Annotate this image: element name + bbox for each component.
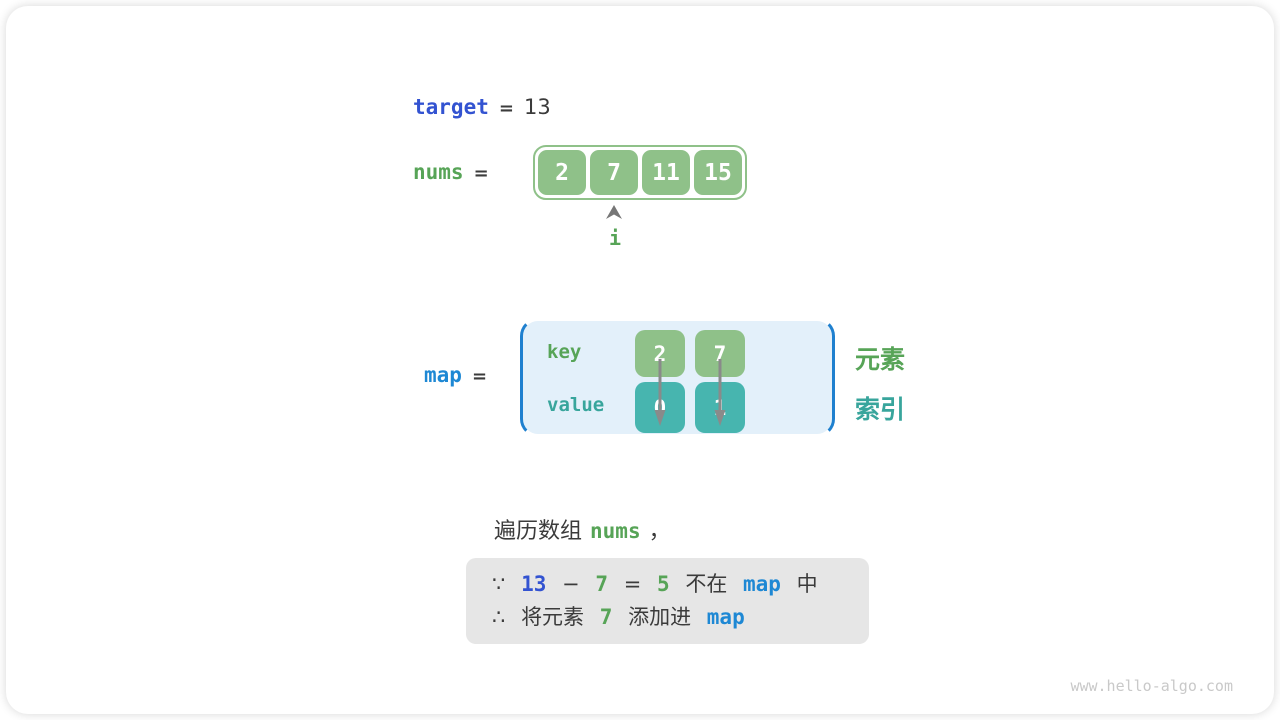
target-variable: target <box>413 95 489 119</box>
map-container: key value 2 7 0 1 <box>520 318 835 437</box>
equals-sign: = <box>623 572 642 596</box>
map-equals: = <box>471 366 488 387</box>
conclusion-box: ∵ 13 − 7 = 5 不在 map 中 ∴ 将元素 7 添加进 map <box>466 558 869 644</box>
current-value-ref: 7 <box>595 572 608 596</box>
minus-sign: − <box>562 572 580 596</box>
add-prefix: 将元素 <box>521 605 585 629</box>
up-arrow-icon <box>606 205 622 219</box>
nums-declaration: nums = <box>413 160 499 184</box>
conclusion-line-2: ∴ 将元素 7 添加进 map <box>492 601 851 634</box>
index-side-label: 索引 <box>855 395 906 424</box>
added-value: 7 <box>599 605 613 629</box>
caption-nums-ref: nums <box>590 519 641 543</box>
watermark: www.hello-algo.com <box>1070 677 1233 695</box>
caption-prefix: 遍历数组 <box>494 519 583 544</box>
nums-equals: = <box>473 163 489 184</box>
target-value: 13 <box>523 95 551 119</box>
element-side-label: 元素 <box>855 345 906 374</box>
target-declaration: target = 13 <box>413 95 551 119</box>
index-pointer-label: i <box>608 226 622 250</box>
array-cell: 11 <box>642 150 690 195</box>
key-to-value-arrow-icon <box>714 359 726 426</box>
difference-value: 5 <box>656 572 670 596</box>
nums-variable: nums <box>413 160 464 184</box>
array-cell: 7 <box>590 150 638 195</box>
nums-array: 2 7 11 15 <box>533 145 747 200</box>
map-ref: map <box>706 605 745 629</box>
map-declaration: map = <box>424 363 497 387</box>
key-row-label: key <box>547 341 582 363</box>
add-middle: 添加进 <box>628 605 692 629</box>
not-in-text: 不在 <box>685 572 728 596</box>
array-cell: 15 <box>694 150 742 195</box>
key-to-value-arrow-icon <box>654 359 666 426</box>
traverse-caption: 遍历数组 nums ， <box>494 513 671 545</box>
array-cell: 2 <box>538 150 586 195</box>
map-variable: map <box>424 363 462 387</box>
target-equals: = <box>498 98 514 119</box>
in-suffix: 中 <box>796 572 818 596</box>
map-ref: map <box>743 572 781 596</box>
caption-suffix: ， <box>648 519 671 544</box>
therefore-symbol: ∴ <box>492 605 506 629</box>
value-row-label: value <box>547 394 605 416</box>
conclusion-line-1: ∵ 13 − 7 = 5 不在 map 中 <box>492 568 851 601</box>
because-symbol: ∵ <box>492 572 506 596</box>
target-value-ref: 13 <box>521 572 547 596</box>
